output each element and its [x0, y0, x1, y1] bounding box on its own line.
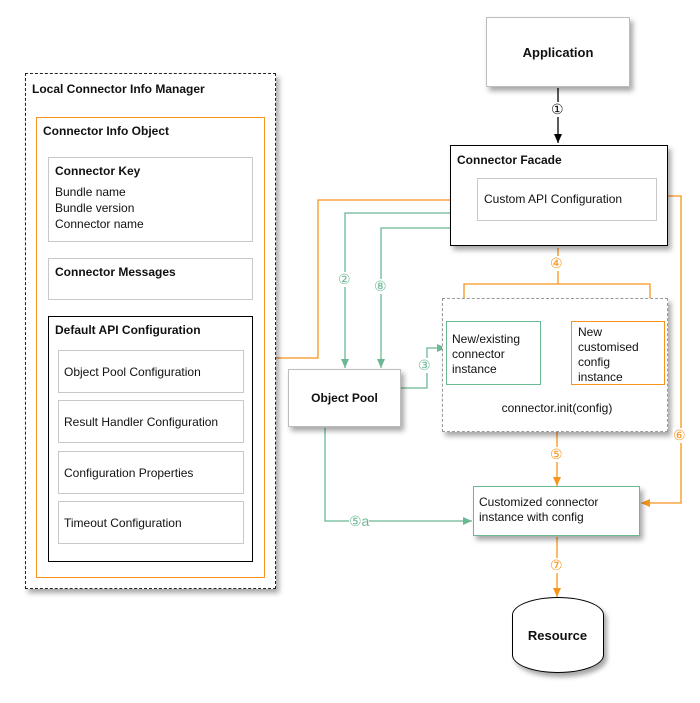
- customized-connector-box: Customized connector instance with confi…: [473, 486, 640, 536]
- connector-key-field: Bundle version: [55, 201, 135, 215]
- connector-facade-title: Connector Facade: [457, 153, 562, 167]
- new-connector-instance-label: New/existing connector instance: [452, 332, 521, 376]
- object-pool-label: Object Pool: [311, 391, 378, 405]
- step-1-marker: ①: [551, 101, 564, 117]
- new-config-instance-box: New customised config instance: [571, 321, 665, 385]
- object-pool-configuration: Object Pool Configuration: [58, 350, 244, 393]
- step-4-marker: ④: [550, 255, 563, 271]
- arrow-step-5a: [324, 428, 472, 525]
- arrow-step-8: [377, 227, 452, 368]
- arrow-default-config-to-custom: [253, 196, 474, 359]
- connector-messages-title: Connector Messages: [55, 265, 176, 279]
- result-handler-configuration-label: Result Handler Configuration: [64, 415, 219, 429]
- resource-box: Resource: [512, 597, 604, 673]
- step-6-marker: ⑥: [673, 427, 686, 443]
- new-connector-instance-box: New/existing connector instance: [446, 321, 541, 385]
- connector-messages-box: Connector Messages: [48, 258, 253, 300]
- object-pool-configuration-label: Object Pool Configuration: [64, 365, 201, 379]
- arrow-step-2: [341, 212, 452, 368]
- configuration-properties: Configuration Properties: [58, 451, 244, 494]
- connector-key-title: Connector Key: [55, 164, 141, 178]
- step-5-marker: ⑤: [550, 446, 563, 462]
- result-handler-configuration: Result Handler Configuration: [58, 400, 244, 443]
- step-5a-marker: ⑤a: [349, 513, 370, 529]
- connector-init-call: connector.init(config): [487, 401, 627, 416]
- configuration-properties-label: Configuration Properties: [64, 466, 194, 480]
- custom-api-configuration-box: Custom API Configuration: [477, 178, 657, 221]
- manager-title: Local Connector Info Manager: [32, 82, 205, 96]
- step-2-marker: ②: [338, 271, 351, 287]
- connector-key-box: Connector Key Bundle name Bundle version…: [48, 157, 253, 242]
- step-8-marker: ⑧: [374, 278, 387, 294]
- application-label: Application: [522, 45, 594, 60]
- connector-key-field: Connector name: [55, 217, 144, 231]
- info-object-title: Connector Info Object: [43, 124, 169, 138]
- timeout-configuration-label: Timeout Configuration: [64, 516, 182, 530]
- step-3-marker: ③: [418, 357, 431, 373]
- resource-label: Resource: [527, 628, 588, 643]
- customized-connector-label: Customized connector instance with confi…: [479, 495, 599, 524]
- default-api-config-title: Default API Configuration: [55, 323, 201, 337]
- step-7-marker: ⑦: [550, 557, 563, 573]
- new-config-instance-label: New customised config instance: [578, 325, 639, 384]
- application-box: Application: [486, 17, 630, 87]
- object-pool-box: Object Pool: [288, 369, 401, 427]
- connector-key-field: Bundle name: [55, 185, 126, 199]
- arrow-step-6: [641, 195, 682, 507]
- timeout-configuration: Timeout Configuration: [58, 501, 244, 544]
- custom-api-configuration-label: Custom API Configuration: [484, 192, 623, 206]
